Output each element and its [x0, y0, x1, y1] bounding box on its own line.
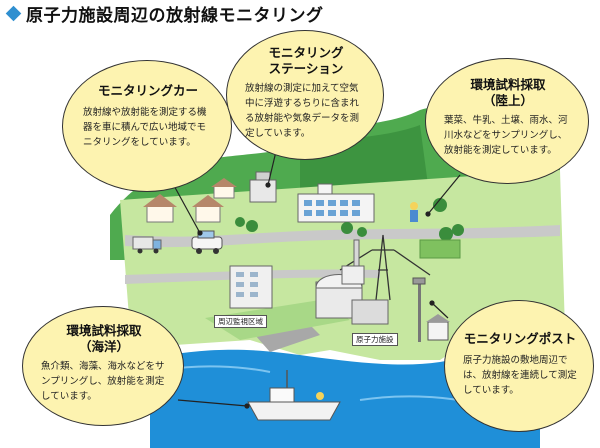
bubble-car-heading: モニタリングカー [97, 83, 198, 98]
bubble-land-heading-1: 環境試料採取 [470, 77, 546, 92]
callout-connectors [171, 142, 461, 409]
school-building [297, 183, 375, 223]
delivery-truck [132, 236, 162, 254]
farm-field [419, 239, 461, 259]
facility-label: 原子力施設 [352, 333, 398, 346]
house-2 [192, 195, 224, 223]
bubble-station-heading-2: ステーション [268, 61, 344, 76]
bubble-monitoring-car: モニタリングカー 放射線や放射能を測定する機器を車に積んで広い地域でモニタリング… [62, 60, 232, 192]
bubble-sea-heading-1: 環境試料採取 [66, 323, 142, 338]
house-3 [211, 178, 237, 199]
nuclear-facility [315, 265, 389, 325]
surrounding-area-label: 周辺監視区域 [214, 315, 267, 328]
land-area [120, 170, 565, 360]
bubble-sea-heading-2: （海洋） [78, 339, 129, 354]
page-title: 原子力施設周辺の放射線モニタリング [26, 5, 324, 26]
apartment-building [229, 265, 273, 309]
monitoring-post [412, 277, 450, 342]
trees [235, 198, 464, 241]
sea [150, 349, 540, 448]
title-bar: 原子力施設周辺の放射線モニタリング [4, 2, 324, 26]
bubble-sampling-sea: 環境試料採取 （海洋） 魚介類、海藻、海水などをサンプリングし、放射能を測定して… [22, 306, 184, 426]
bubble-station-heading-1: モニタリング [268, 45, 344, 60]
survey-boat [247, 370, 341, 421]
house-1 [143, 194, 177, 223]
bubble-sampling-land: 環境試料採取 （陸上） 葉菜、牛乳、土壌、雨水、河川水などをサンプリングし、放射… [425, 58, 589, 184]
bubble-sea-text: 魚介類、海藻、海水などをサンプリングし、放射能を測定しています。 [41, 361, 165, 402]
bubble-monitoring-station: モニタリング ステーション 放射線の測定に加えて空気中に浮遊するちりに含まれる放… [226, 30, 384, 160]
bubble-post-text: 原子力施設の敷地周辺では、放射線を連続して測定しています。 [463, 355, 577, 396]
bubble-station-text: 放射線の測定に加えて空気中に浮遊するちりに含まれる放射能や気象データを測定してい… [245, 83, 360, 139]
worker-land-figure [410, 202, 418, 222]
bubble-car-text: 放射線や放射能を測定する機器を車に積んで広い地域でモニタリングをしています。 [83, 107, 207, 148]
bubble-land-text: 葉菜、牛乳、土壌、雨水、河川水などをサンプリングし、放射能を測定しています。 [444, 115, 568, 156]
bubble-post-heading: モニタリングポスト [463, 331, 577, 346]
bubble-land-heading-2: （陸上） [482, 93, 533, 108]
bubble-monitoring-post: モニタリングポスト 原子力施設の敷地周辺では、放射線を連続して測定しています。 [444, 300, 594, 432]
